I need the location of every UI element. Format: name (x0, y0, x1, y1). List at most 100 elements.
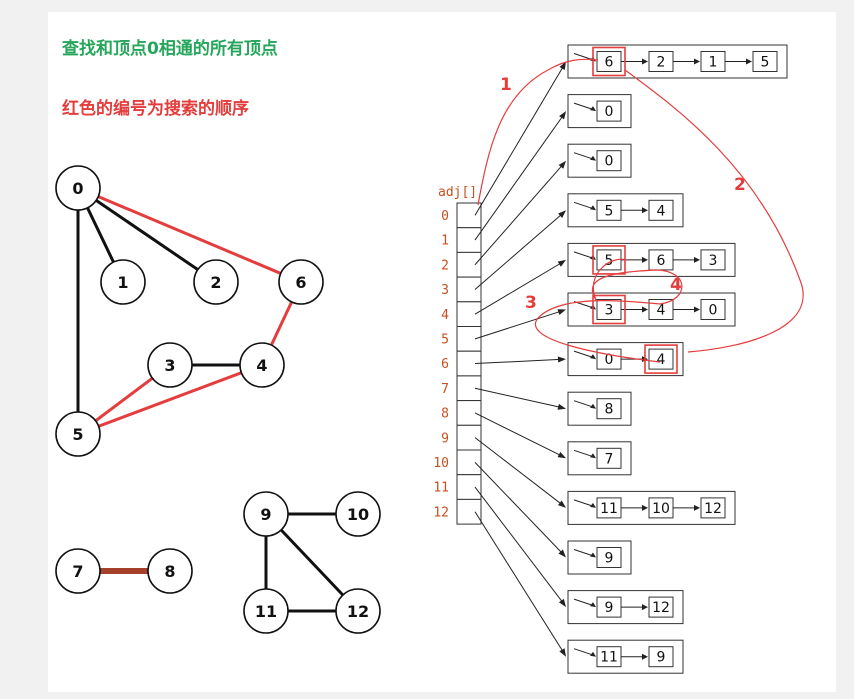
list-node-value: 4 (657, 203, 666, 219)
vertex-circle (55, 548, 101, 594)
vertex-2: 2 (193, 259, 239, 305)
adj-pointer-7 (474, 387, 561, 408)
adj-pointer-arrow (557, 356, 566, 363)
vertex-label: 2 (210, 273, 221, 292)
adj-pointer-4 (474, 262, 562, 315)
head-pointer-arrow (590, 602, 596, 608)
adj-pointer-arrow (558, 549, 566, 558)
vertex-label: 5 (72, 425, 83, 444)
adj-pointer-arrow (557, 451, 566, 459)
title: 查找和顶点0相通的所有顶点 (61, 38, 278, 59)
adj-pointer-6 (474, 358, 561, 365)
search-path: 1 2 3 4 (477, 46, 804, 374)
vertex-4: 4 (239, 342, 285, 388)
adj-pointer-3 (474, 214, 562, 290)
subtitle: 红色的编号为搜索的顺序 (62, 98, 249, 119)
list-node-value: 4 (657, 352, 666, 368)
search-curve-3 (535, 269, 683, 363)
vertex-label: 12 (347, 602, 369, 621)
next-pointer-arrow (694, 306, 700, 313)
next-pointer-arrow (746, 58, 752, 65)
head-pointer-arrow (590, 552, 596, 558)
adj-pointer-12 (474, 511, 564, 652)
vertex-5: 5 (55, 411, 101, 457)
list-node-value: 10 (652, 501, 670, 517)
list-node-value: 12 (704, 501, 722, 517)
visited-highlight (592, 294, 626, 325)
adj-cell (456, 276, 482, 303)
adj-list-8: 7 (474, 412, 632, 476)
adj-index: 2 (441, 258, 449, 273)
list-node-value: 2 (657, 55, 666, 71)
adj-cell (456, 424, 482, 451)
list-node (596, 447, 622, 469)
adj-index: 8 (441, 407, 449, 422)
edge-0-6 (76, 186, 303, 284)
adj-index: 9 (441, 431, 449, 446)
adj-list-10: 9 (474, 462, 632, 575)
adj-cell (456, 400, 482, 426)
list-node-value: 6 (605, 55, 614, 71)
adj-index: 3 (441, 283, 449, 298)
edge-0-2 (76, 186, 218, 284)
head-pointer-arrow (590, 651, 596, 657)
list-node-value: 5 (761, 55, 770, 71)
adj-pointer-arrow (557, 259, 566, 267)
list-node-value: 4 (657, 303, 666, 319)
vertex-label: 10 (347, 505, 369, 524)
next-pointer-arrow (694, 58, 700, 65)
vertex-10: 10 (335, 491, 381, 537)
list-node-value: 1 (709, 55, 718, 71)
vertex-label: 7 (72, 562, 83, 581)
adj-cell (456, 227, 482, 253)
vertex-6: 6 (278, 259, 324, 305)
adj-pointer-arrow (557, 309, 566, 315)
list-node (700, 497, 726, 519)
search-order-3: 3 (525, 293, 537, 313)
list-node-value: 11 (600, 650, 618, 666)
vertex-circle (239, 342, 285, 388)
adj-cell (456, 202, 482, 229)
vertex-label: 6 (295, 273, 306, 292)
adj-cell (456, 251, 482, 278)
vertex-1: 1 (100, 259, 146, 305)
vertex-12: 12 (335, 588, 381, 634)
list-node (700, 249, 726, 271)
adj-cell (456, 326, 482, 352)
search-order-1: 1 (500, 75, 512, 95)
list-node-value: 9 (657, 650, 666, 666)
adj-pointer-arrow (559, 111, 566, 120)
adj-index: 7 (441, 382, 449, 397)
list-node (596, 150, 622, 172)
adj-pointer-5 (474, 310, 561, 340)
vertex-circle (55, 165, 101, 211)
next-pointer-arrow (694, 256, 700, 263)
vertex-label: 3 (164, 356, 175, 375)
vertex-circle (100, 259, 146, 305)
list-node (648, 348, 674, 370)
list-node (648, 199, 674, 221)
adj-index: 11 (433, 481, 449, 496)
next-pointer-arrow (694, 504, 700, 511)
vertex-circle (147, 548, 193, 594)
head-pointer-arrow (590, 354, 596, 360)
vertex-circle (243, 588, 289, 634)
head-pointer-arrow (590, 502, 596, 508)
adj-cell (456, 375, 482, 402)
vertex-circle (55, 411, 101, 457)
vertex-circle (278, 259, 324, 305)
adj-pointer-0 (474, 66, 564, 216)
search-curve-4 (592, 258, 628, 301)
adj-pointer-2 (474, 165, 563, 266)
adj-index: 0 (441, 209, 449, 224)
list-node-value: 5 (605, 253, 614, 269)
vertex-label: 8 (164, 562, 175, 581)
next-pointer-arrow (642, 653, 648, 660)
adj-list-7: 8 (474, 387, 632, 426)
adj-pointer-arrow (558, 598, 566, 608)
vertex-label: 0 (72, 179, 83, 198)
